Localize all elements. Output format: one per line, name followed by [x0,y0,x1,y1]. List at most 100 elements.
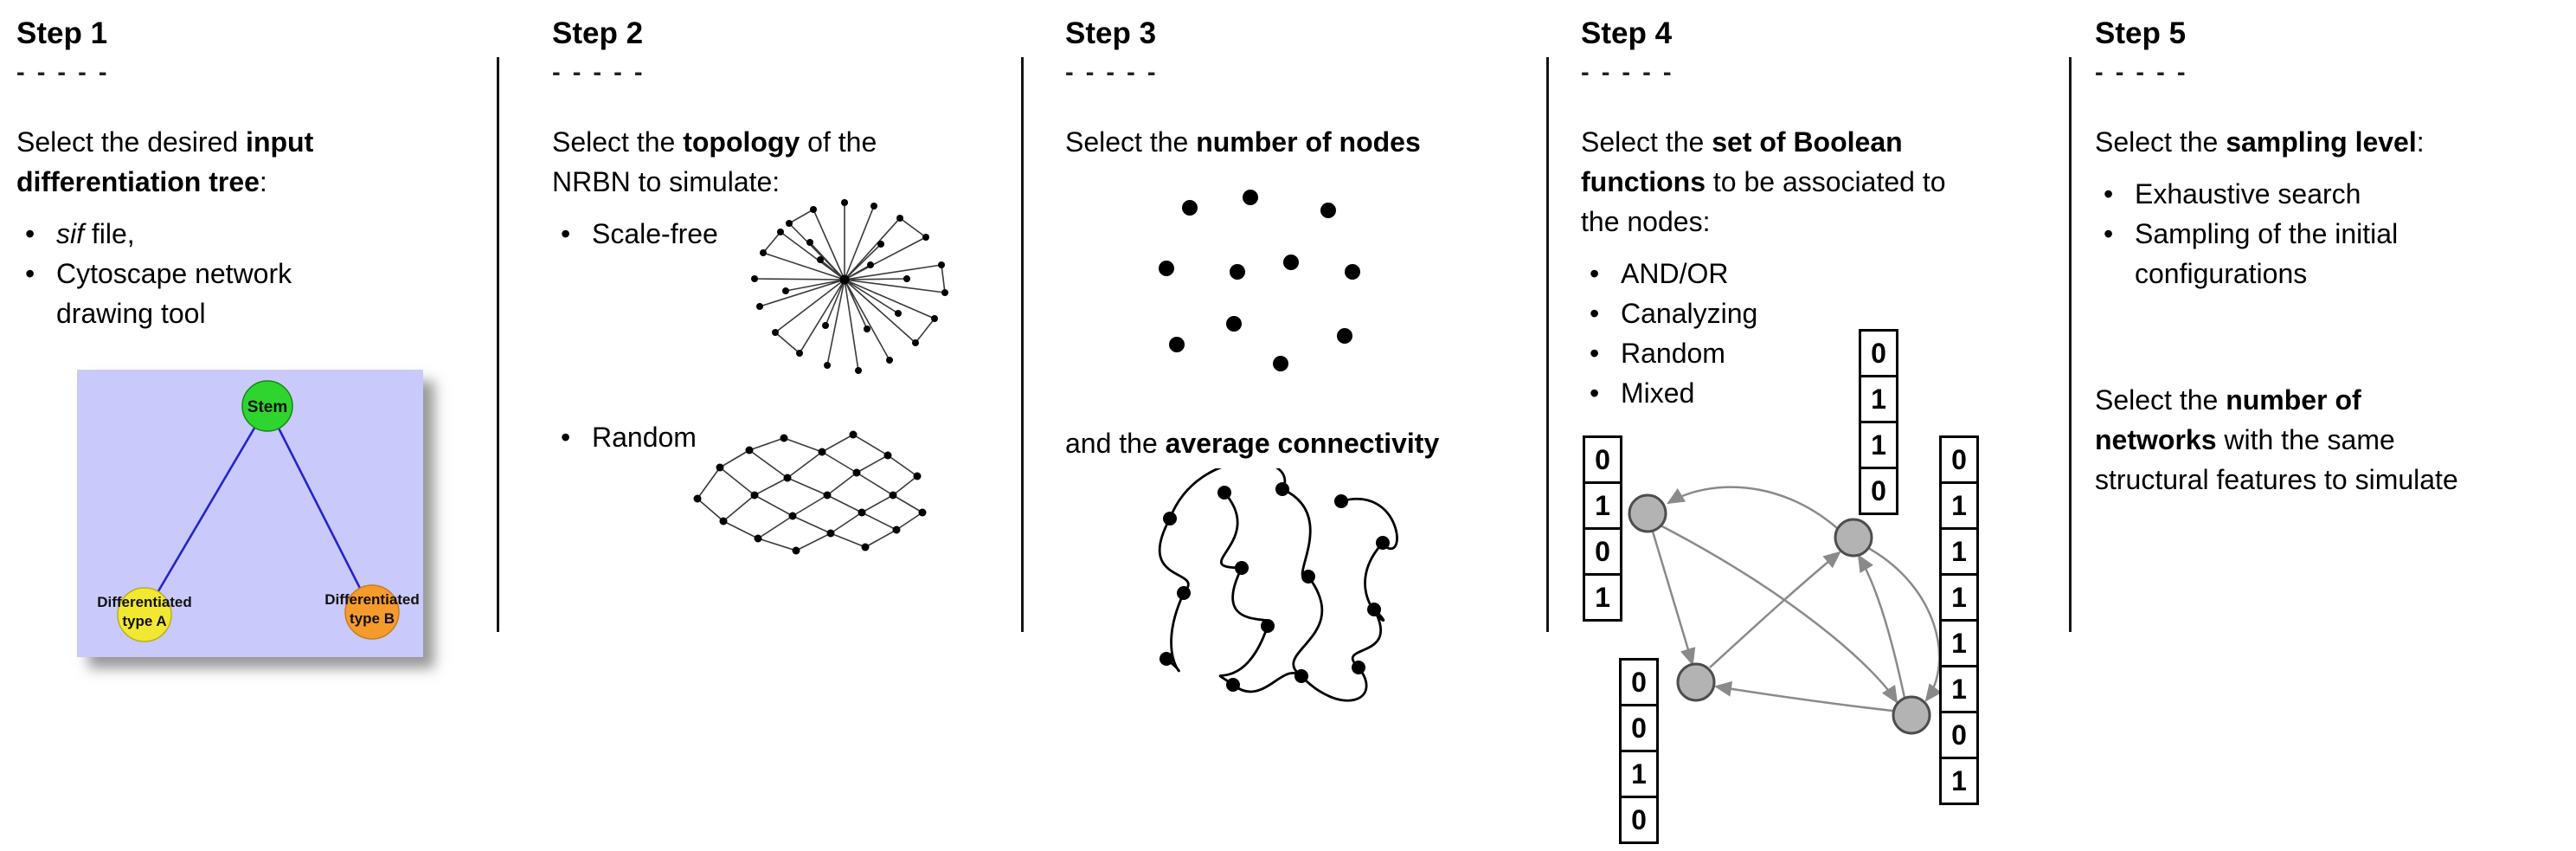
differentiation-tree-figure: Stem Differentiated type A Differentiate… [77,370,423,657]
bullet-text: Mixed [1621,377,1695,409]
type-a-node [117,587,172,642]
step-4-dashes: - - - - - [1581,58,1674,87]
step-3-instruction: Select the number of nodes [1065,126,1421,158]
bullet-marker: • [1590,377,1600,409]
vertical-divider [1021,57,1024,632]
step-5-title: Step 5 [2095,16,2187,50]
step-4-title: Step 4 [1581,16,1673,50]
bullet-text: Sampling of the initial configurations [2135,217,2399,289]
truth-table-cell: 1 [1939,757,1979,805]
bullet-text: Canalyzing [1621,297,1758,329]
step-2-dashes: - - - - - [552,58,646,87]
step-5-instruction: Select the sampling level: [2095,126,2425,158]
bullet-text: Random [592,421,697,453]
truth-table-cell: 1 [1939,527,1979,576]
step-2-panel: Step 2 - - - - - Select the topology of … [497,0,1021,851]
boolean-network-figure [1628,486,1942,735]
bullet-marker: • [1590,257,1600,289]
bullet-marker: • [25,217,35,249]
truth-table-cell: 0 [1859,467,1898,515]
step-5-panel: Step 5 - - - - - Select the sampling lev… [2069,0,2576,851]
list-item: • Random [552,417,1021,457]
step-3-panel: Step 3 - - - - - Select the number of no… [1021,0,1546,851]
list-item: • Exhaustive search [2095,174,2576,214]
list-item: • Scale-free [552,214,1021,254]
network-node [1834,518,1873,558]
bullet-text: Cytoscape network drawing tool [56,257,292,329]
bullet-marker: • [1590,337,1600,369]
bullet-text: Scale-free [592,217,718,249]
type-a-label-line1: Differentiated [97,594,192,610]
stem-label: Stem [247,398,287,416]
network-node [1676,662,1716,702]
truth-table-cell: 1 [1939,481,1979,530]
truth-table-cell: 1 [1939,665,1979,713]
step-1-title: Step 1 [16,16,108,50]
step-5-dashes: - - - - - [2095,58,2188,87]
network-node [1628,493,1667,533]
truth-table-cell: 1 [1939,619,1979,667]
bullet-marker: • [1590,297,1600,329]
list-item: • Random [1581,333,2069,373]
bullet-marker: • [561,421,571,453]
vertical-divider [497,57,499,632]
step-1-panel: Step 1 - - - - - Select the desired inpu… [0,0,497,851]
tree-edge-b [266,405,374,613]
step-1-dashes: - - - - - [16,58,110,87]
list-item: • Sampling of the initial configurations [2095,214,2576,293]
random-network-figure [682,419,936,567]
bullet-text: Exhaustive search [2135,177,2361,210]
type-b-label-line1: Differentiated [324,591,420,608]
connectivity-graph-figure [1134,468,1414,707]
nodes-dots-figure [1151,189,1365,386]
truth-table-cell: 0 [1859,329,1898,377]
truth-table-cell: 0 [1583,527,1622,576]
scale-free-network-figure [723,189,970,386]
type-a-label-line2: type A [122,613,166,629]
step-1-instruction: Select the desired input differentiation… [16,126,314,197]
step-1-options: • sif file, • Cytoscape network drawing … [16,214,497,333]
tree-edge-a [143,405,269,616]
step-3-instruction-2: and the average connectivity [1065,427,1440,459]
step-5-instruction-2: Select the number of networks with the s… [2095,384,2458,495]
truth-table-cell: 0 [1619,658,1659,706]
vertical-divider [2069,57,2072,632]
truth-table-cell: 0 [1619,796,1659,844]
truth-table-cell: 1 [1619,750,1659,798]
list-item: • AND/OR [1581,254,2069,293]
step-2-options: • Scale-free • Random [552,214,1021,457]
truth-table-cell: 1 [1583,573,1622,622]
step-4-instruction: Select the set of Boolean functions to b… [1581,126,1946,237]
type-b-label-line2: type B [350,610,395,627]
bullet-text: sif file, [56,217,135,249]
step-4-panel: Step 4 - - - - - Select the set of Boole… [1546,0,2069,851]
step-5-options: • Exhaustive search • Sampling of the in… [2095,174,2576,293]
truth-table-cell: 1 [1859,375,1898,423]
step-2-instruction: Select the topology of the NRBN to simul… [552,126,877,197]
truth-table-cell: 1 [1939,573,1979,622]
list-item: • Mixed [1581,373,2069,413]
step-3-dashes: - - - - - [1065,58,1159,87]
truth-table-cell: 0 [1583,435,1622,484]
truth-table-cell: 1 [1583,481,1622,530]
vertical-divider [1546,57,1549,632]
list-item: • Cytoscape network drawing tool [16,254,497,333]
bullet-marker: • [561,217,571,249]
step-4-options: • AND/OR • Canalyzing • Random • Mixed [1581,254,2069,413]
type-b-node [344,584,400,640]
truth-table-cell: 0 [1939,711,1979,759]
bullet-marker: • [2104,177,2114,210]
list-item: • Canalyzing [1581,293,2069,333]
network-node [1892,695,1931,735]
truth-table-cell: 0 [1939,435,1979,484]
bullet-text: AND/OR [1621,257,1729,289]
bullet-marker: • [2104,217,2114,249]
truth-table-cell: 1 [1859,421,1898,469]
stem-node [241,380,293,432]
step-3-title: Step 3 [1065,16,1157,50]
